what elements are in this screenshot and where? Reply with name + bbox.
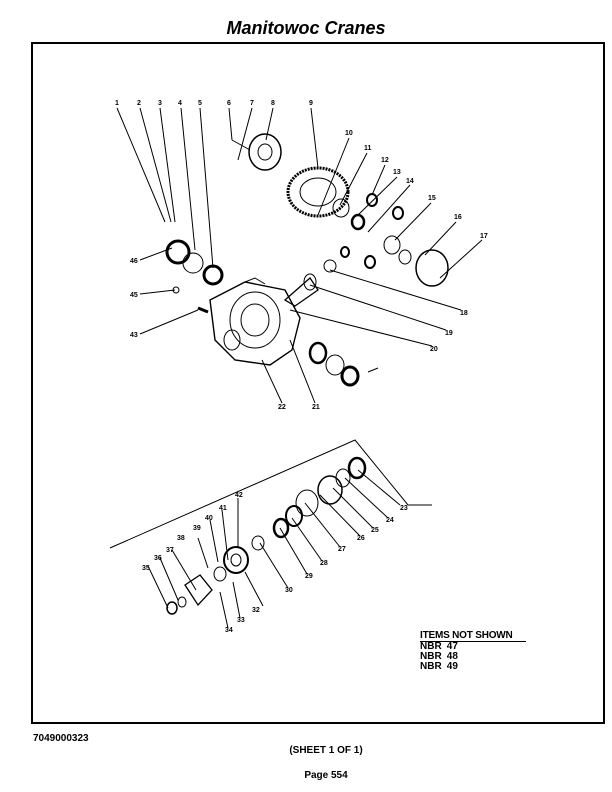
- callout-6: 6: [227, 100, 231, 107]
- callout-35: 35: [142, 565, 150, 572]
- callout-32: 32: [252, 607, 260, 614]
- callout-16: 16: [454, 214, 462, 221]
- callout-21: 21: [312, 404, 320, 411]
- items-not-shown-row: NBR 48: [420, 652, 526, 662]
- document-number: 7049000323: [33, 733, 89, 744]
- callout-3: 3: [158, 100, 162, 107]
- callout-33: 33: [237, 617, 245, 624]
- callout-46: 46: [130, 258, 138, 265]
- row-prefix: NBR: [420, 651, 442, 662]
- callout-10: 10: [345, 130, 353, 137]
- callout-11: 11: [364, 145, 372, 152]
- callout-23: 23: [400, 505, 408, 512]
- row-prefix: NBR: [420, 661, 442, 672]
- callout-43: 43: [130, 332, 138, 339]
- row-number: 49: [446, 661, 458, 672]
- callout-1: 1: [115, 100, 119, 107]
- sheet-indicator: (SHEET 1 OF 1): [289, 745, 363, 756]
- callout-41: 41: [219, 505, 227, 512]
- callout-4: 4: [178, 100, 182, 107]
- page-number: Page 554: [304, 770, 348, 781]
- callout-18: 18: [460, 310, 468, 317]
- callout-28: 28: [320, 560, 328, 567]
- callout-20: 20: [430, 346, 438, 353]
- callout-12: 12: [381, 157, 389, 164]
- callout-30: 30: [285, 587, 293, 594]
- page-header-title: Manitowoc Cranes: [226, 18, 386, 38]
- callout-2: 2: [137, 100, 141, 107]
- callout-36: 36: [154, 555, 162, 562]
- callout-42: 42: [235, 492, 243, 499]
- callout-7: 7: [250, 100, 254, 107]
- callout-38: 38: [177, 535, 185, 542]
- callout-27: 27: [338, 546, 346, 553]
- callout-5: 5: [198, 100, 202, 107]
- callout-34: 34: [225, 627, 233, 634]
- callout-37: 37: [166, 547, 174, 554]
- callout-40: 40: [205, 515, 213, 522]
- callout-15: 15: [428, 195, 436, 202]
- callout-13: 13: [393, 169, 401, 176]
- callout-9: 9: [309, 100, 313, 107]
- drawing-frame: [31, 42, 605, 724]
- callout-29: 29: [305, 573, 313, 580]
- row-number: 48: [446, 651, 458, 662]
- callout-24: 24: [386, 517, 394, 524]
- callout-19: 19: [445, 330, 453, 337]
- row-number: 47: [446, 641, 458, 652]
- callout-25: 25: [371, 527, 379, 534]
- callout-14: 14: [406, 178, 414, 185]
- callout-45: 45: [130, 292, 138, 299]
- callout-39: 39: [193, 525, 201, 532]
- callout-8: 8: [271, 100, 275, 107]
- items-not-shown-row: NBR 49: [420, 662, 526, 672]
- row-prefix: NBR: [420, 641, 442, 652]
- callout-17: 17: [480, 233, 488, 240]
- callout-22: 22: [278, 404, 286, 411]
- items-not-shown-box: ITEMS NOT SHOWN NBR 47 NBR 48 NBR 49: [420, 631, 526, 672]
- callout-26: 26: [357, 535, 365, 542]
- items-not-shown-title: ITEMS NOT SHOWN: [420, 631, 526, 642]
- items-not-shown-row: NBR 47: [420, 642, 526, 652]
